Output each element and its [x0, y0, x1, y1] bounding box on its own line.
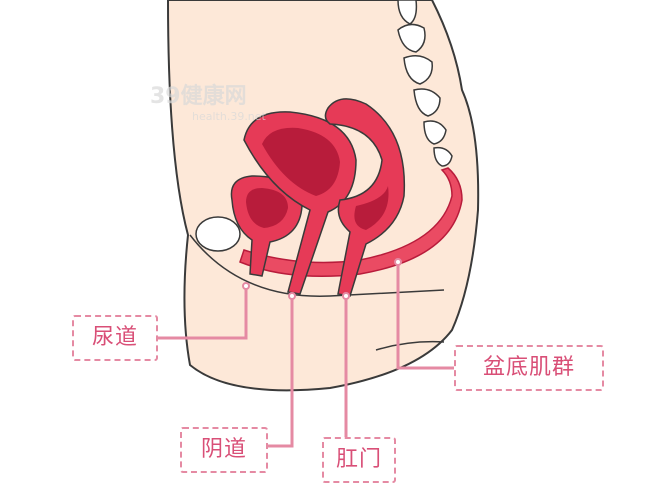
watermark-domain: health.39.net: [192, 110, 266, 123]
thigh-crease: [189, 234, 445, 297]
label-anus: 肛门: [322, 437, 396, 483]
label-pelvic-floor: 盆底肌群: [454, 345, 604, 391]
label-vagina: 阴道: [180, 427, 268, 473]
uterus-icon: [243, 111, 357, 295]
watermark-brand: 39健康网: [150, 84, 247, 109]
leader-urethra: [158, 286, 248, 340]
leader-lines: [158, 262, 454, 448]
rectum-icon: [324, 98, 406, 297]
spine-icon: [397, 0, 453, 167]
buttock-crease: [375, 340, 445, 351]
watermark-logo: 39健康网 health.39.net: [150, 78, 266, 123]
label-urethra: 尿道: [72, 315, 158, 361]
leader-endpoints: [242, 258, 402, 300]
leader-pelvic: [396, 262, 454, 370]
pubic-bone: [195, 216, 241, 252]
pelvic-floor-muscle: [239, 167, 463, 277]
leader-vagina: [268, 296, 294, 448]
